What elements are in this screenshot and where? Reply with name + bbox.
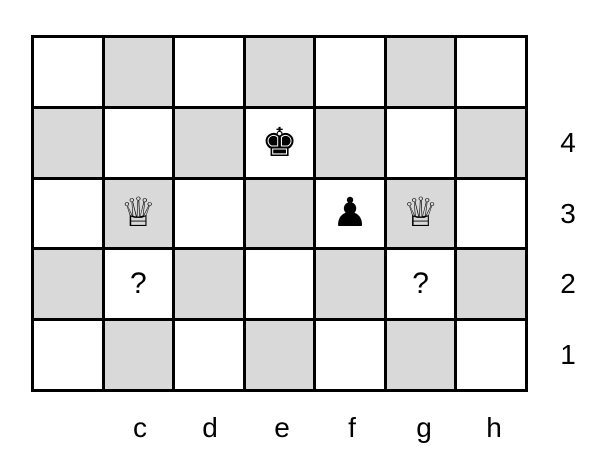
unknown-piece-marker: ? <box>130 267 147 301</box>
board-square[interactable]: ? <box>386 250 455 319</box>
board-square[interactable] <box>316 38 384 106</box>
file-label-c: c <box>133 412 147 443</box>
board-square[interactable] <box>175 179 243 248</box>
board-square[interactable] <box>245 179 314 248</box>
black-pawn-icon: ♟ <box>332 190 368 237</box>
board-square[interactable] <box>104 38 173 106</box>
board-square[interactable] <box>386 108 455 177</box>
board-square[interactable] <box>104 321 173 389</box>
board-square[interactable] <box>175 108 243 177</box>
black-king-icon: ♚ <box>261 119 298 166</box>
board-square[interactable] <box>34 250 102 319</box>
file-label-e: e <box>274 412 290 443</box>
board-square[interactable]: ♚ <box>245 108 314 177</box>
board-square[interactable] <box>34 108 102 177</box>
rank-label-3: 3 <box>560 198 576 229</box>
board-square[interactable] <box>457 321 525 389</box>
white-queen-icon: ♕ <box>120 190 157 237</box>
board-square[interactable] <box>316 321 384 389</box>
chessboard: ♚ ♕ ♟ ♕?? <box>31 35 528 392</box>
board-square[interactable] <box>175 38 243 106</box>
board-square[interactable]: ♟ <box>316 179 384 248</box>
board-square[interactable] <box>175 250 243 319</box>
board-square[interactable] <box>386 38 455 106</box>
board-square[interactable] <box>457 108 525 177</box>
file-label-h: h <box>486 412 502 443</box>
board-square[interactable] <box>245 38 314 106</box>
board-square[interactable] <box>457 179 525 248</box>
board-square[interactable] <box>34 38 102 106</box>
file-label-g: g <box>416 412 432 443</box>
white-queen-icon: ♕ <box>402 190 439 237</box>
board-square[interactable] <box>316 250 384 319</box>
board-square[interactable] <box>457 38 525 106</box>
board-square[interactable]: ♕ <box>104 179 173 248</box>
rank-label-2: 2 <box>560 268 576 299</box>
board-square[interactable] <box>34 321 102 389</box>
board-square[interactable] <box>34 179 102 248</box>
board-square[interactable] <box>457 250 525 319</box>
file-label-d: d <box>202 412 218 443</box>
file-label-f: f <box>348 412 356 443</box>
board-square[interactable] <box>316 108 384 177</box>
board-square[interactable] <box>245 321 314 389</box>
board-square[interactable]: ? <box>104 250 173 319</box>
board-square[interactable] <box>104 108 173 177</box>
board-square[interactable] <box>386 321 455 389</box>
unknown-piece-marker: ? <box>412 267 429 301</box>
rank-label-4: 4 <box>560 127 576 158</box>
board-square[interactable] <box>175 321 243 389</box>
board-square[interactable] <box>245 250 314 319</box>
rank-label-1: 1 <box>560 339 576 370</box>
board-square[interactable]: ♕ <box>386 179 455 248</box>
